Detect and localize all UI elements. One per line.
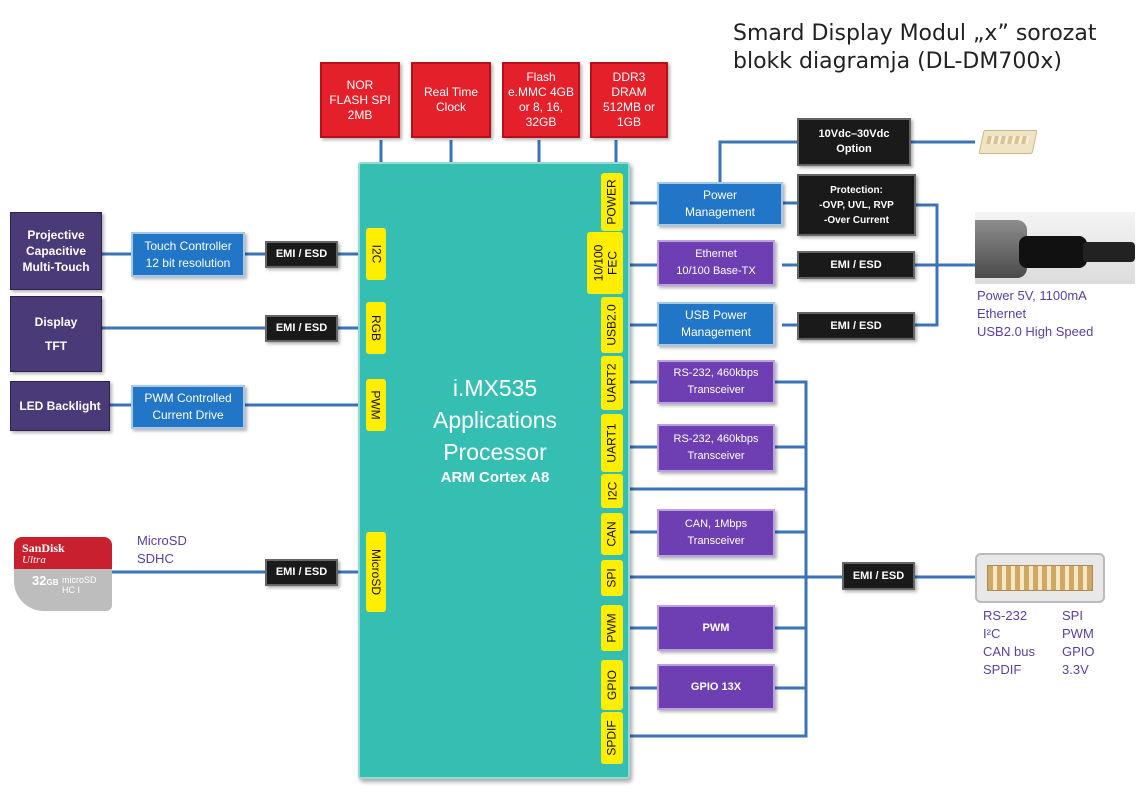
- tag-uart1: UART1: [601, 414, 623, 472]
- emi-esd-ethernet: EMI / ESD: [797, 251, 915, 279]
- sd-card-model: Ultra: [22, 554, 46, 566]
- cpu-line-2: Applications: [432, 407, 558, 433]
- led-backlight-block: LED Backlight: [10, 381, 110, 431]
- ddr3-block: DDR3 DRAM 512MB or 1GB: [590, 62, 668, 138]
- display-label: Display: [34, 315, 78, 329]
- power-management-block: Power Management: [657, 182, 783, 226]
- cpu-label: i.MX535 Applications Processor ARM Corte…: [395, 372, 595, 488]
- protection-line-3: -Over Current: [823, 214, 889, 226]
- rs232-transceiver-a: RS-232, 460kbps Transceiver: [657, 360, 775, 404]
- pwm-block: PWM: [657, 605, 775, 651]
- tag-power: POWER: [601, 173, 623, 231]
- emi-esd-microsd: EMI / ESD: [265, 559, 338, 586]
- connector-note-gpio: GPIO: [1062, 644, 1095, 659]
- touch-controller-resolution: 12 bit resolution: [145, 255, 231, 270]
- title-line-2: blokk diagramja (DL-DM700x): [733, 49, 1062, 74]
- protection-title: Protection:: [830, 184, 883, 196]
- ethernet-cable-image: [975, 212, 1135, 284]
- display-type: TFT: [45, 339, 67, 353]
- connector-note-right: SPI PWM GPIO 3.3V: [1062, 607, 1095, 679]
- display-block: Display TFT: [10, 296, 102, 372]
- tag-i2c-left: I2C: [366, 228, 386, 280]
- rtc-block: Real Time Clock: [411, 62, 491, 138]
- microsd-note: MicroSD SDHC: [137, 532, 187, 568]
- protection-line-2: -OVP, UVL, RVP: [819, 199, 894, 211]
- microsd-note-line-2: SDHC: [137, 551, 174, 566]
- emmc-block: Flash e.MMC 4GB or 8, 16, 32GB: [502, 62, 580, 138]
- cable-note-usb: USB2.0 High Speed: [977, 324, 1094, 339]
- ethernet-block: Ethernet 10/100 Base-TX: [657, 240, 775, 286]
- connector-note-pwm: PWM: [1062, 626, 1094, 641]
- rs232-transceiver-b: RS-232, 460kbps Transceiver: [657, 424, 775, 472]
- tag-spdif: SPDIF: [601, 712, 623, 764]
- touch-controller-block: Touch Controller 12 bit resolution: [131, 232, 245, 277]
- tag-pwm-left: PWM: [366, 379, 386, 431]
- power-connector-image: [975, 124, 1039, 162]
- sd-card-band: [14, 537, 112, 569]
- tag-rgb: RGB: [366, 302, 386, 354]
- cable-note-ethernet: Ethernet: [977, 306, 1027, 321]
- connector-note-spdif: SPDIF: [983, 662, 1022, 677]
- sd-card-size: 32GB: [32, 573, 59, 588]
- pwm-drive-block: PWM Controlled Current Drive: [131, 385, 245, 429]
- tag-pwm-right: PWM: [601, 605, 623, 651]
- tag-microsd: MicroSD: [366, 532, 386, 612]
- connector-note-spi: SPI: [1062, 608, 1083, 623]
- can-transceiver: CAN, 1Mbps Transceiver: [657, 509, 775, 557]
- connector-note-voltage: 3.3V: [1062, 662, 1089, 677]
- touch-panel-block: Projective Capacitive Multi-Touch: [10, 212, 102, 290]
- tag-i2c-right: I2C: [601, 474, 623, 508]
- connector-note-i2c: I²C: [983, 626, 1001, 641]
- emi-esd-display: EMI / ESD: [265, 315, 338, 342]
- diagram-title: Smard Display Modul „x” sorozat blokk di…: [733, 20, 1096, 76]
- tag-spi: SPI: [601, 560, 623, 596]
- nor-flash-block: NOR FLASH SPI 2MB: [320, 62, 400, 138]
- cable-note-power: Power 5V, 1100mA: [977, 288, 1087, 303]
- microsd-note-line-1: MicroSD: [137, 533, 187, 548]
- emi-esd-connector: EMI / ESD: [842, 562, 915, 590]
- microsd-card-image: SanDisk Ultra 32GB microSD HC I: [14, 537, 112, 611]
- cpu-line-3: Processor: [443, 439, 547, 465]
- connector-note-left: RS-232 I²C CAN bus SPDIF: [983, 607, 1035, 679]
- protection-block: Protection: -OVP, UVL, RVP -Over Current: [797, 174, 916, 236]
- ethernet-speed: 10/100 Base-TX: [676, 265, 756, 277]
- connector-note-can: CAN bus: [983, 644, 1036, 659]
- touch-controller-label: Touch Controller: [144, 238, 232, 253]
- gpio-block: GPIO 13X: [657, 664, 775, 710]
- cpu-core: ARM Cortex A8: [440, 469, 550, 486]
- cpu-name: i.MX535: [452, 375, 538, 401]
- title-line-1: Smard Display Modul „x” sorozat: [733, 21, 1097, 46]
- cpu-block: [358, 162, 630, 779]
- tag-gpio: GPIO: [601, 660, 623, 710]
- ethernet-label: Ethernet: [695, 248, 737, 260]
- cable-note: Power 5V, 1100mA Ethernet USB2.0 High Sp…: [977, 287, 1093, 341]
- connector-note-rs232: RS-232: [983, 608, 1028, 623]
- emi-esd-touch: EMI / ESD: [265, 241, 338, 268]
- vdc-option-block: 10Vdc–30Vdc Option: [797, 118, 911, 166]
- sd-card-type: microSD HC I: [62, 575, 97, 595]
- tag-uart2: UART2: [601, 356, 623, 410]
- tag-usb: USB2.0: [601, 297, 623, 353]
- emi-esd-usb: EMI / ESD: [797, 312, 915, 340]
- sd-card-brand: SanDisk: [22, 541, 65, 555]
- usb-power-block: USB Power Management: [657, 302, 775, 346]
- tag-fec: 10/100 FEC: [587, 232, 623, 294]
- fpc-connector-image: [975, 553, 1105, 603]
- tag-can: CAN: [601, 513, 623, 555]
